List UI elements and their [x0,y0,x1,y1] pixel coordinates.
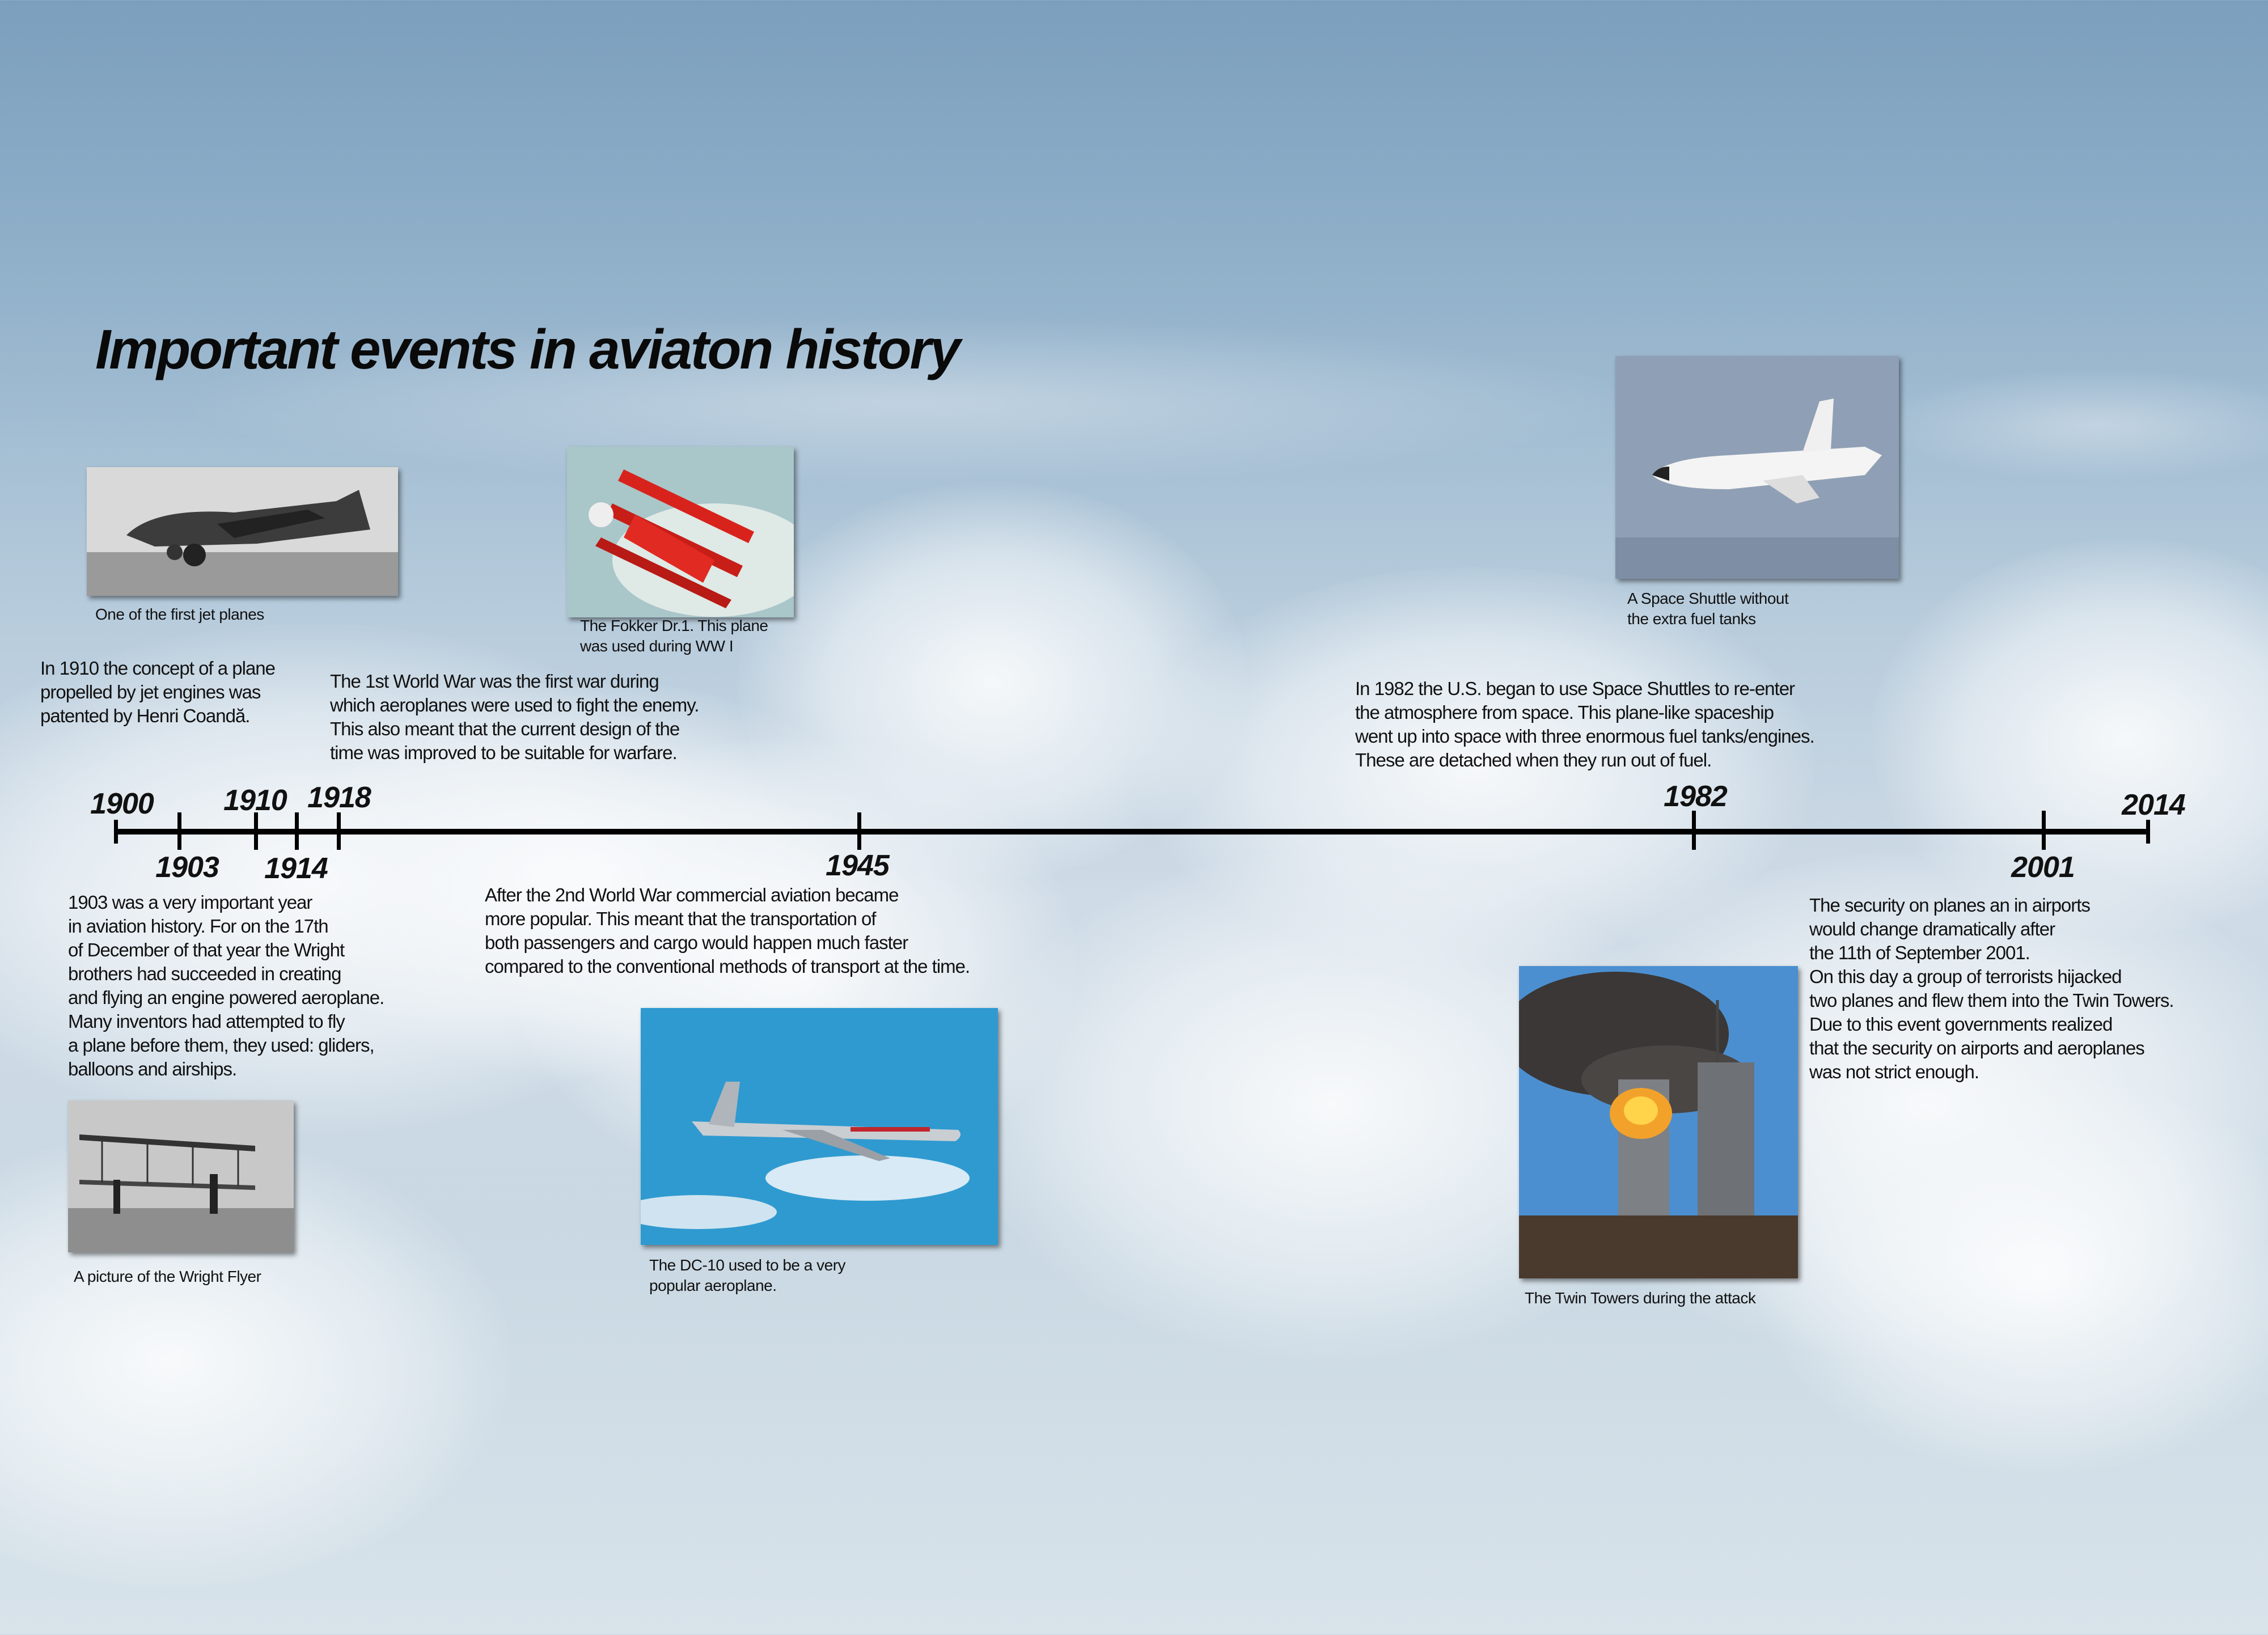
caption-twin-towers: The Twin Towers during the attack [1525,1289,1756,1307]
year-label-1945: 1945 [826,849,890,882]
tick-1918 [337,812,341,850]
caption-jet-plane: One of the first jet planes [95,605,264,623]
twin-towers-photo [1519,966,1798,1278]
fokker-photo [567,447,794,617]
event-text-1910: In 1910 the concept of a plane propelled… [40,658,276,726]
event-text-1903: 1903 was a very important year in aviati… [68,892,384,1079]
tick-1945 [857,812,861,850]
year-label-2014: 2014 [2122,789,2186,821]
year-label-1903: 1903 [155,851,219,884]
caption-fokker: The Fokker Dr.1. This plane was used dur… [580,617,768,655]
year-label-1982: 1982 [1664,780,1728,813]
tick-1903 [177,812,181,850]
year-label-1918: 1918 [307,781,371,814]
event-text-1945: After the 2nd World War commercial aviat… [485,884,970,977]
caption-space-shuttle: A Space Shuttle without the extra fuel t… [1627,590,1789,628]
wright-flyer-photo [68,1100,294,1252]
tick-2014 [2146,820,2150,844]
year-label-1914: 1914 [264,852,328,885]
caption-dc10: The DC-10 used to be a very popular aero… [649,1256,846,1294]
timeline-axis [116,829,2148,835]
space-shuttle-photo [1615,356,1899,579]
year-label-1910: 1910 [223,784,287,817]
year-label-2001: 2001 [2011,851,2075,884]
dc10-photo [641,1008,998,1245]
tick-1914 [295,812,299,850]
tick-2001 [2042,811,2046,850]
year-label-1900: 1900 [90,787,154,820]
jet-plane-photo [87,467,398,596]
tick-1910 [254,812,258,850]
event-text-1982: In 1982 the U.S. began to use Space Shut… [1355,678,1815,770]
page-title: Important events in aviaton history [95,318,960,380]
tick-1900 [114,820,118,844]
tick-1982 [1692,811,1696,850]
event-text-2001: The security on planes an in airports wo… [1809,895,2174,1082]
event-text-ww1: The 1st World War was the first war duri… [330,671,699,763]
caption-wright-flyer: A picture of the Wright Flyer [74,1268,261,1285]
